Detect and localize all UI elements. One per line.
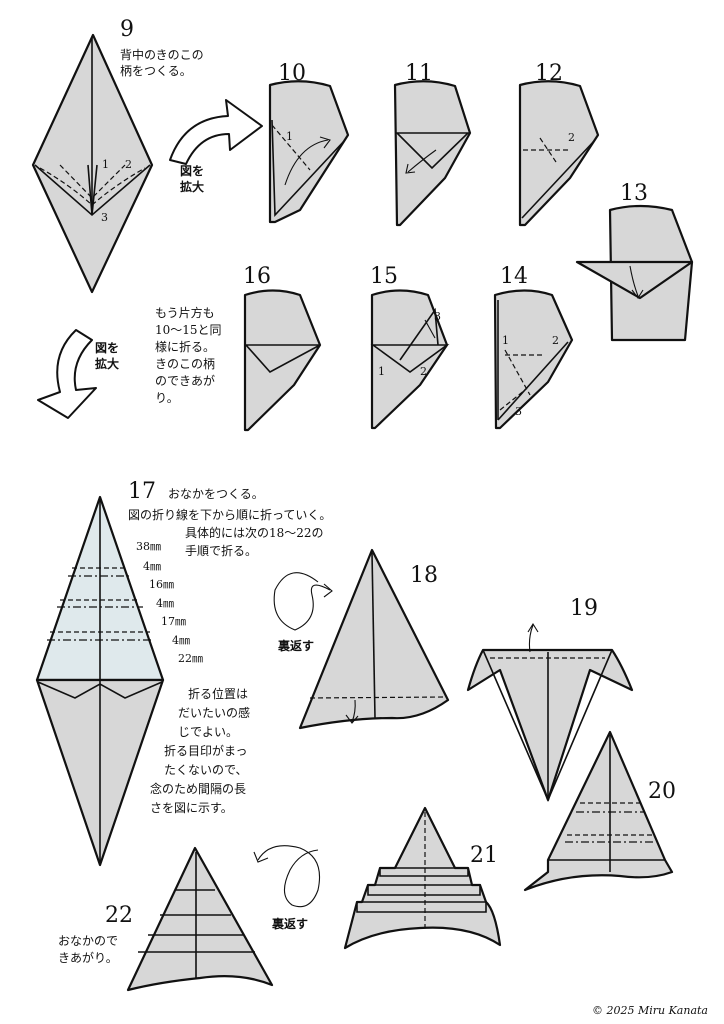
step-17-note-line-7: さを図に示す。	[150, 801, 233, 815]
step-15-label-1: 1	[378, 365, 385, 378]
step-9-label-2: 2	[125, 158, 132, 171]
enlarge-1-line-2: 拡大	[180, 179, 204, 194]
turn-over-2-label: 裏返す	[271, 916, 308, 931]
enlarge-arrow-1: 図を 拡大	[169, 99, 263, 194]
step-16-caption-line-2: 10～15と同	[155, 323, 222, 337]
turn-over-icon	[257, 845, 321, 908]
step-10: 10 1	[268, 61, 350, 224]
step-10-number: 10	[278, 61, 306, 86]
step-17: 17 おなかをつくる。 図の折り線を下から順に折っていく。 具体的には次の18～…	[35, 479, 331, 867]
step-10-label-1: 1	[286, 130, 293, 143]
step-14-label-1: 1	[502, 334, 509, 347]
step-17-note-line-6: 念のため間隔の長	[150, 781, 246, 796]
enlarge-1-line-1: 図を	[180, 164, 204, 178]
step-16-caption-line-1: もう片方も	[155, 305, 215, 320]
step-9-caption-line-2: 柄をつくる。	[120, 64, 192, 78]
step-21-paper	[343, 806, 502, 950]
step-22: 22 おなかので きあがり。	[58, 846, 274, 992]
step-20-paper	[523, 730, 674, 892]
step-10-paper	[268, 80, 350, 224]
step-17-caption-line-2: 図の折り線を下から順に折っていく。	[128, 507, 331, 522]
step-22-caption-line-2: きあがり。	[58, 950, 118, 965]
step-11: 11	[393, 61, 472, 227]
step-16-caption-line-3: 様に折る。	[155, 339, 215, 354]
step-14-paper	[493, 289, 574, 430]
step-21: 21	[343, 806, 502, 950]
step-16-caption-line-4: きのこの柄	[155, 357, 215, 371]
step-19-paper	[466, 648, 634, 802]
step-12: 12 2	[518, 61, 600, 227]
step-17-measure-2: 4㎜	[143, 560, 161, 573]
step-12-paper	[518, 80, 600, 227]
step-9-label-3: 3	[101, 211, 108, 224]
step-17-measure-7: 22㎜	[178, 652, 203, 665]
step-14-label-2: 2	[552, 334, 559, 347]
step-13-flap	[575, 260, 694, 300]
step-9: 9 背中のきのこの 柄をつくる。 1 2 3	[31, 17, 204, 294]
step-19: 19	[466, 596, 634, 803]
turn-over-icon	[273, 572, 331, 631]
turn-over-2: 裏返す	[253, 845, 321, 931]
step-17-measure-1: 38㎜	[136, 540, 161, 553]
step-9-label-1: 1	[102, 158, 109, 171]
step-11-number: 11	[405, 61, 433, 86]
enlarge-2-line-2: 拡大	[95, 356, 119, 371]
step-17-caption-line-4: 手順で折る。	[185, 543, 257, 558]
step-17-number: 17	[128, 479, 156, 504]
step-17-measure-5: 17㎜	[161, 615, 186, 628]
step-17-caption-line-1: おなかをつくる。	[168, 487, 264, 501]
step-16-caption-line-6: り。	[155, 391, 179, 405]
curved-arrow-right-icon	[169, 99, 263, 165]
step-17-measure-4: 4㎜	[156, 597, 174, 610]
step-16: 16 もう片方も 10～15と同 様に折る。 きのこの柄 のできあが り。	[155, 264, 322, 432]
step-21-number: 21	[470, 843, 498, 868]
step-18: 18	[298, 548, 450, 730]
step-9-number: 9	[120, 17, 134, 42]
step-17-note-line-2: だいたいの感	[178, 705, 250, 720]
step-20-number: 20	[648, 779, 676, 804]
step-12-label-2: 2	[568, 131, 575, 144]
enlarge-arrow-2: 図を 拡大	[37, 329, 119, 419]
step-13: 13	[575, 181, 694, 342]
copyright-text: © 2025 Miru Kanata	[592, 1004, 708, 1017]
step-17-measure-6: 4㎜	[172, 634, 190, 647]
step-15-number: 15	[370, 264, 398, 289]
curved-arrow-down-icon	[37, 329, 97, 419]
step-13-number: 13	[620, 181, 648, 206]
step-15-label-2: 2	[420, 365, 427, 378]
step-22-caption-line-1: おなかので	[58, 934, 118, 948]
step-16-number: 16	[243, 264, 271, 289]
step-12-number: 12	[535, 61, 563, 86]
step-9-caption-line-1: 背中のきのこの	[120, 47, 204, 62]
turn-over-1: 裏返す	[273, 572, 333, 653]
step-17-caption-line-3: 具体的には次の18～22の	[185, 525, 324, 540]
step-14-number: 14	[500, 264, 528, 289]
enlarge-2-line-1: 図を	[95, 341, 119, 355]
step-15: 15 1 2 3	[370, 264, 450, 430]
step-17-note-line-5: たくないので、	[164, 763, 248, 777]
step-14: 14 1 2 3	[493, 264, 574, 430]
step-18-number: 18	[410, 563, 438, 588]
step-20: 20	[523, 730, 676, 892]
step-17-measure-3: 16㎜	[149, 578, 174, 591]
step-19-number: 19	[570, 596, 598, 621]
step-16-paper	[243, 289, 322, 432]
step-22-paper	[126, 846, 274, 992]
step-17-note-line-4: 折る目印がまっ	[164, 743, 248, 758]
step-17-note-line-1: 折る位置は	[188, 686, 248, 701]
step-15-label-3: 3	[434, 310, 441, 323]
turn-over-1-label: 裏返す	[277, 638, 314, 653]
step-16-caption-line-5: のできあが	[155, 373, 215, 388]
step-17-note-line-3: じでよい。	[178, 725, 238, 739]
step-14-label-3: 3	[515, 405, 522, 418]
step-22-number: 22	[105, 903, 133, 928]
